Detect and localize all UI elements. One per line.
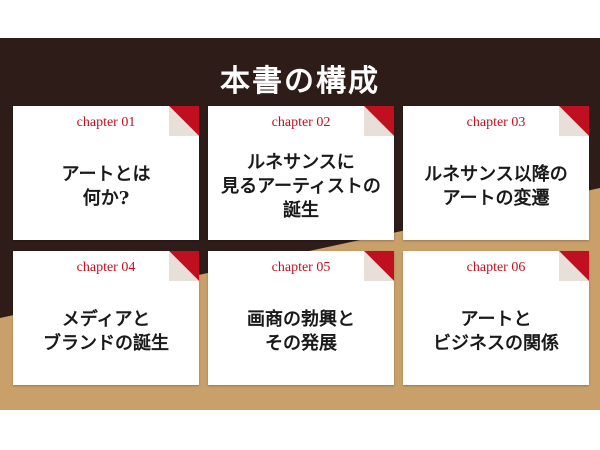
corner-fold-icon	[559, 251, 589, 281]
corner-fold-icon	[559, 106, 589, 136]
chapter-label: chapter 04	[76, 260, 136, 275]
chapter-card-06: chapter 06 アートと ビジネスの関係	[403, 251, 589, 385]
chapter-card-03: chapter 03 ルネサンス以降の アートの変遷	[403, 106, 589, 240]
chapter-card-04: chapter 04 メディアと ブランドの誕生	[13, 251, 199, 385]
chapter-label: chapter 05	[271, 260, 331, 275]
chapter-title: ルネサンス以降の アートの変遷	[424, 164, 568, 209]
corner-fold-icon	[169, 106, 199, 136]
page-title: 本書の構成	[220, 64, 380, 99]
chapter-card-05: chapter 05 画商の勃興と その発展	[208, 251, 394, 385]
corner-fold-icon	[364, 106, 394, 136]
corner-fold-icon	[169, 251, 199, 281]
chapter-title: メディアと ブランドの誕生	[43, 309, 169, 354]
corner-fold-icon	[364, 251, 394, 281]
chapter-title: アートと ビジネスの関係	[433, 309, 559, 354]
chapter-label: chapter 01	[76, 115, 136, 130]
chapter-card-02: chapter 02 ルネサンスに 見るアーティストの 誕生	[208, 106, 394, 240]
chapter-card-01: chapter 01 アートとは 何か?	[13, 106, 199, 240]
chapter-title: 画商の勃興と その発展	[247, 309, 355, 354]
chapter-label: chapter 06	[466, 260, 526, 275]
chapter-label: chapter 02	[271, 115, 331, 130]
chapter-label: chapter 03	[466, 115, 526, 130]
chapter-title: ルネサンスに 見るアーティストの 誕生	[221, 152, 381, 221]
chapter-title: アートとは 何か?	[61, 164, 151, 209]
